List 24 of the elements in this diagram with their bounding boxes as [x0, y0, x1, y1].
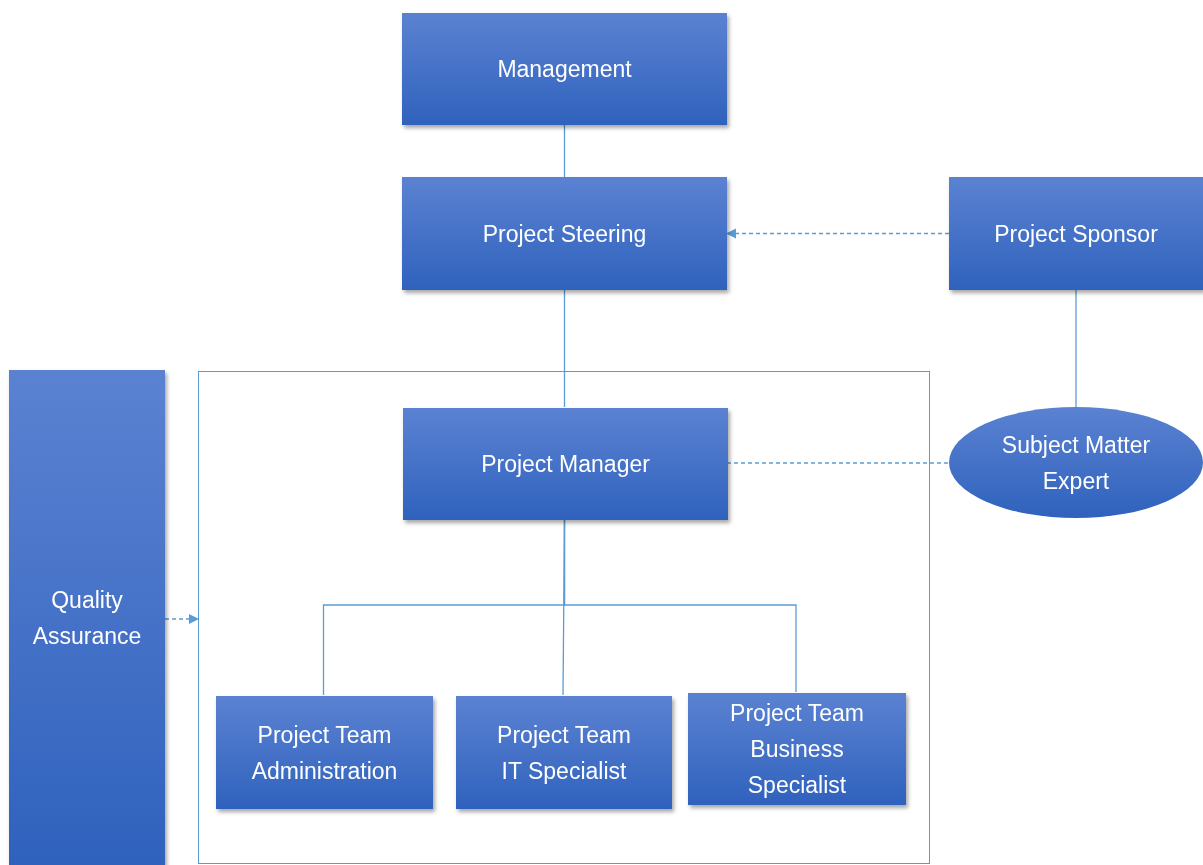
- role-box: [216, 696, 433, 809]
- connector-line: [563, 518, 797, 693]
- connector-line: [1075, 289, 1077, 408]
- role-box: [688, 693, 906, 805]
- role-box: [949, 177, 1203, 290]
- node-label: Project Sponsor: [993, 219, 1159, 249]
- role-box: [9, 370, 165, 865]
- group-frame: [198, 371, 930, 864]
- node-label: Project Team IT Specialist: [496, 720, 632, 786]
- node-label: Project Team Administration: [250, 720, 399, 786]
- dashed-arrow: [164, 613, 200, 625]
- ellipse-node: [949, 407, 1203, 518]
- role-box: [456, 696, 672, 809]
- node-label: Subject Matter Expert: [1000, 430, 1152, 496]
- node-label: Project Steering: [481, 219, 648, 249]
- connector-line: [563, 124, 566, 178]
- node-label: Project Team Business Specialist: [729, 699, 865, 800]
- node-label: Project Manager: [480, 450, 651, 479]
- node-label: Quality Assurance: [31, 585, 143, 651]
- connector-line: [563, 289, 566, 408]
- node-label: Management: [496, 55, 633, 84]
- role-box: [403, 408, 728, 520]
- role-box: [402, 177, 727, 290]
- role-box: [402, 13, 727, 125]
